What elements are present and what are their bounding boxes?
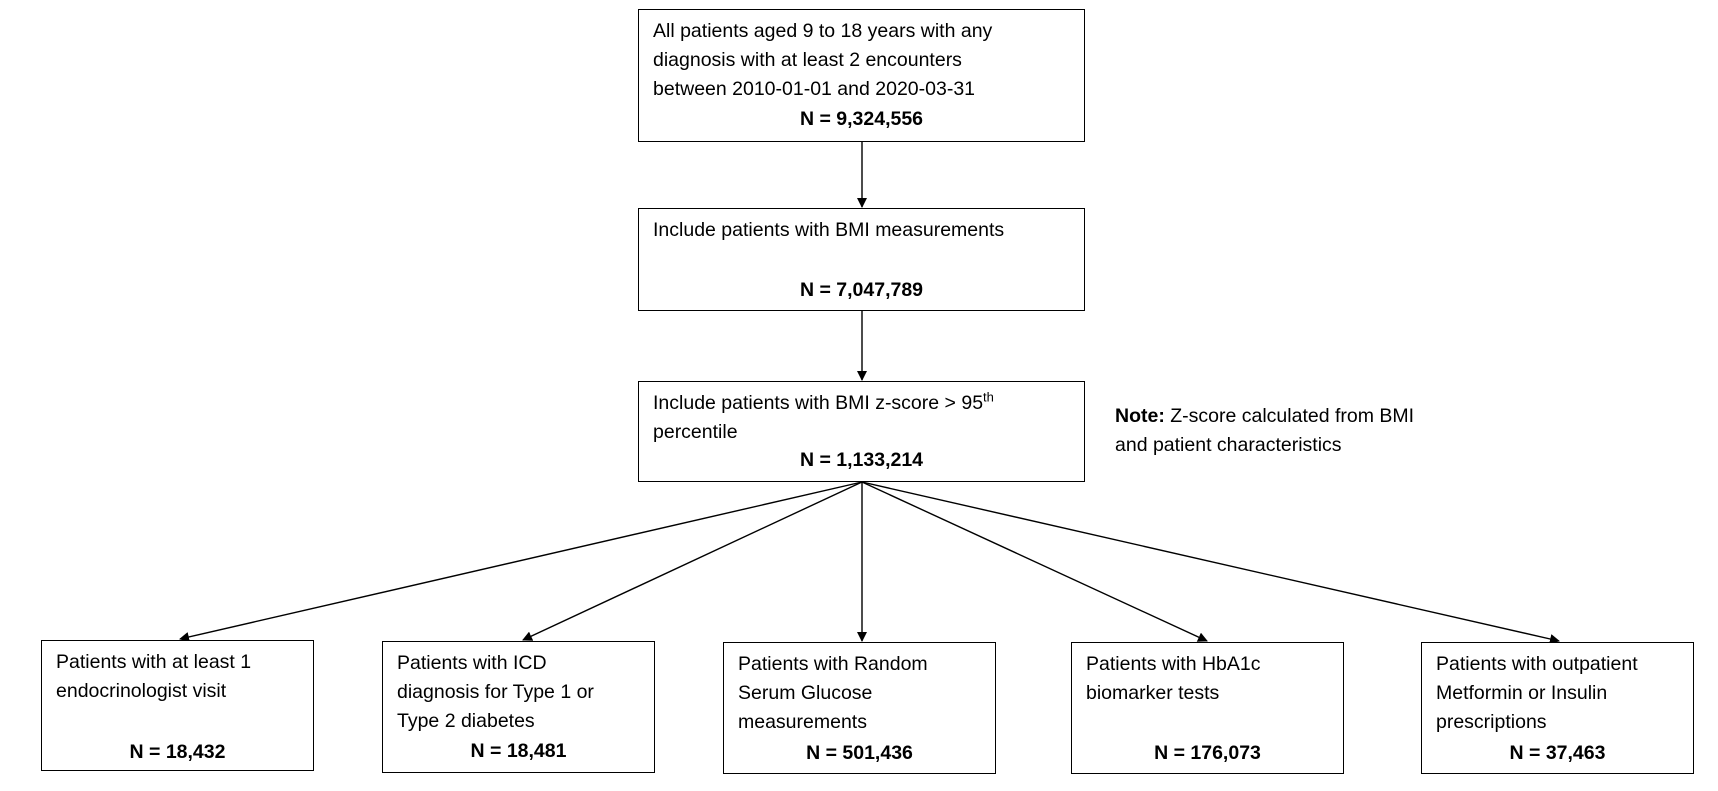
box-text-line: percentile (653, 421, 738, 443)
arrow-zscore-to-endo (179, 481, 863, 642)
box-all-patients: All patients aged 9 to 18 years with any… (638, 9, 1085, 142)
box-text-line: Patients with at least 1 (56, 651, 252, 673)
box-text-line: All patients aged 9 to 18 years with any (653, 20, 993, 42)
box-text-line: Patients with ICD (397, 652, 547, 674)
box-text-line: Serum Glucose (738, 682, 873, 704)
zscore-text: Include patients with BMI z-score > 95 (653, 392, 984, 414)
arrow-zscore-to-icd (522, 481, 863, 641)
note-line: Z-score calculated from BMI (1170, 405, 1415, 427)
box-count: N = 176,073 (1154, 742, 1261, 764)
box-count: N = 501,436 (806, 742, 913, 764)
box-count: N = 9,324,556 (799, 108, 924, 130)
box-count: N = 1,133,214 (799, 449, 924, 471)
box-count: N = 37,463 (1509, 742, 1606, 764)
box-icd-diagnosis: Patients with ICD diagnosis for Type 1 o… (382, 641, 655, 773)
box-random-serum-glucose: Patients with Random Serum Glucose measu… (723, 642, 996, 774)
box-text-line: Patients with outpatient (1436, 653, 1638, 675)
box-text-line: between 2010-01-01 and 2020-03-31 (653, 78, 976, 100)
superscript-th: th (983, 389, 994, 405)
box-text-line: endocrinologist visit (56, 680, 227, 702)
note-label: Note: (1115, 405, 1165, 427)
arrow-zscore-to-rx (861, 481, 1560, 644)
box-text-line: diagnosis with at least 2 encounters (653, 49, 962, 71)
box-text-line: diagnosis for Type 1 or (397, 681, 594, 703)
note-text: Note: Z-score calculated from BMI and pa… (1115, 402, 1475, 460)
box-text-line: Patients with Random (738, 653, 928, 675)
box-text-line: Type 2 diabetes (397, 710, 535, 732)
box-text-line: biomarker tests (1086, 682, 1220, 704)
box-count: N = 18,432 (129, 741, 226, 763)
box-metformin-insulin: Patients with outpatient Metformin or In… (1421, 642, 1694, 774)
box-count: N = 7,047,789 (799, 279, 924, 301)
box-text-line: prescriptions (1436, 711, 1547, 733)
box-text-line: Include patients with BMI z-score > 95th (653, 389, 1074, 418)
box-text-line: Patients with HbA1c (1086, 653, 1261, 675)
box-text-line: measurements (738, 711, 867, 733)
box-text-line: Include patients with BMI measurements (653, 219, 1005, 241)
box-endocrinologist-visit: Patients with at least 1 endocrinologist… (41, 640, 314, 771)
box-count: N = 18,481 (470, 740, 567, 762)
box-bmi-zscore: Include patients with BMI z-score > 95th… (638, 381, 1085, 482)
arrow-zscore-to-hba1c (861, 481, 1208, 642)
note-line: and patient characteristics (1115, 434, 1342, 456)
box-bmi-measurements: Include patients with BMI measurements N… (638, 208, 1085, 311)
box-text-line: Metformin or Insulin (1436, 682, 1608, 704)
box-hba1c-tests: Patients with HbA1c biomarker tests N = … (1071, 642, 1344, 774)
